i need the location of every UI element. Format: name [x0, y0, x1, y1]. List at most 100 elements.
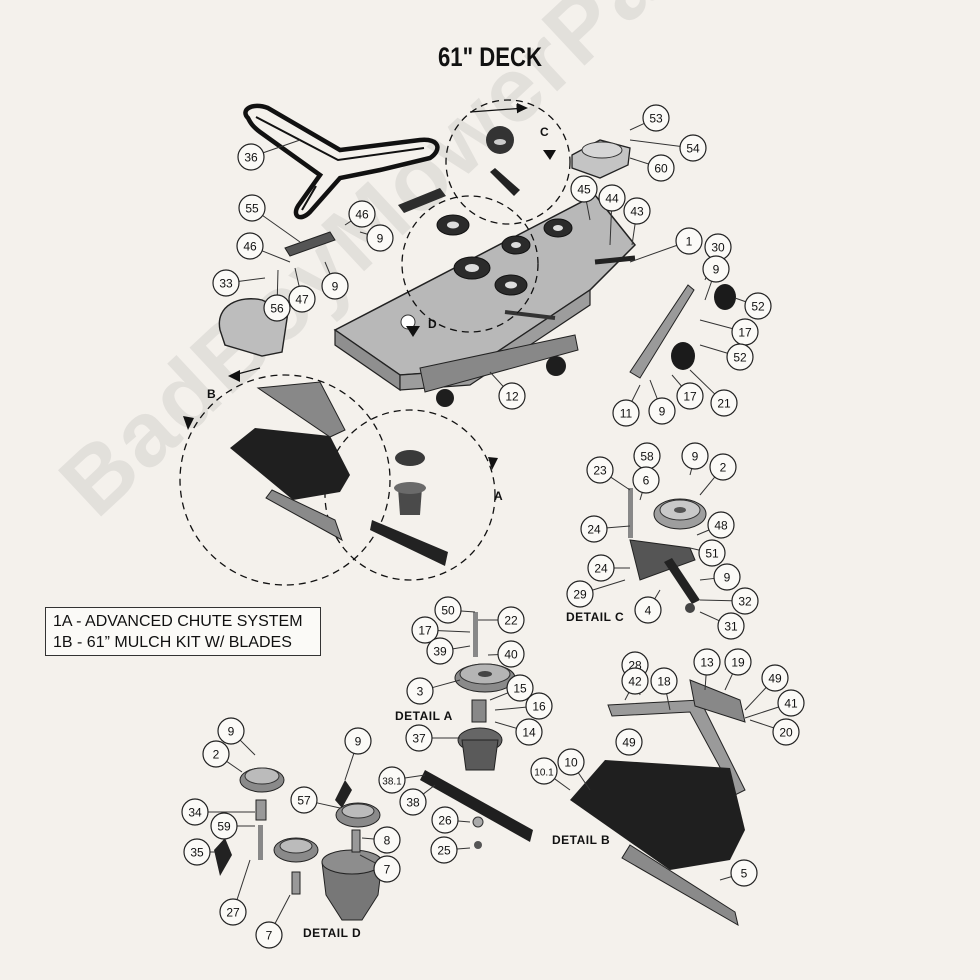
callout-7: 7 [359, 854, 401, 883]
callout-33: 33 [212, 269, 266, 297]
callout-2: 2 [699, 453, 737, 496]
callout-bubble [698, 539, 726, 567]
callout-number: 21 [717, 397, 731, 411]
callout-number: 46 [243, 240, 257, 254]
callout-34: 34 [181, 798, 255, 826]
callout-leader [324, 261, 331, 275]
callout-bubble [212, 269, 240, 297]
callout-bubble [713, 563, 741, 591]
callout-leader [609, 210, 612, 246]
callout-24: 24 [580, 515, 631, 543]
callout-number: 9 [713, 263, 720, 277]
callout-leader [494, 721, 517, 729]
callout-number: 9 [355, 735, 362, 749]
callout-leader [649, 379, 658, 400]
callout-bubble [679, 134, 707, 162]
callout-number: 52 [733, 351, 747, 365]
callout-15: 15 [489, 674, 534, 702]
callout-44: 44 [598, 184, 626, 246]
callout-bubble [498, 382, 526, 410]
callout-bubble [399, 788, 427, 816]
callout-number: 34 [188, 806, 202, 820]
callout-number: 14 [522, 726, 536, 740]
callout-49: 49 [615, 728, 643, 756]
callout-18: 18 [650, 667, 678, 711]
callout-number: 17 [418, 624, 432, 638]
callout-leader [361, 837, 375, 840]
callout-1: 1 [629, 227, 703, 263]
callout-number: 2 [720, 461, 727, 475]
callout-bubble [632, 466, 660, 494]
callout-24: 24 [587, 554, 630, 582]
callout-bubble [693, 648, 721, 676]
callout-number: 3 [417, 685, 424, 699]
callout-number: 40 [504, 648, 518, 662]
callout-bubble [321, 272, 349, 300]
callout-number: 24 [587, 523, 601, 537]
callout-number: 1 [686, 235, 693, 249]
callout-46: 46 [236, 232, 291, 263]
view-letter-d: D [428, 317, 437, 331]
callout-bubble [681, 442, 709, 470]
callout-leader [699, 599, 733, 602]
callout-10: 10 [557, 748, 591, 791]
callout-55: 55 [238, 194, 301, 243]
view-circle-b [179, 374, 391, 586]
callout-number: 7 [266, 929, 273, 943]
callout-bubble [378, 766, 406, 794]
callout-leader [724, 673, 733, 691]
callout-leader [359, 854, 376, 864]
callout-leader [610, 476, 631, 491]
callout-number: 9 [724, 571, 731, 585]
callout-29: 29 [566, 579, 626, 608]
callout-number: 38 [406, 796, 420, 810]
callout-27: 27 [219, 859, 251, 926]
callout-9: 9 [702, 255, 730, 301]
callout-bubble [366, 224, 394, 252]
callout-number: 49 [768, 672, 782, 686]
callout-leader [689, 468, 693, 476]
view-letter-c: C [540, 125, 549, 139]
callout-6: 6 [632, 466, 660, 501]
callout-number: 25 [437, 844, 451, 858]
callout-leader [629, 157, 649, 165]
callout-leader [294, 267, 300, 287]
callout-number: 54 [686, 142, 700, 156]
callout-number: 17 [738, 326, 752, 340]
callout-leader [699, 476, 716, 496]
callout-number: 26 [438, 814, 452, 828]
callout-bubble [431, 806, 459, 834]
diagram-title: 61" DECK [437, 42, 543, 72]
callout-19: 19 [724, 648, 752, 691]
callout-bubble [288, 285, 316, 313]
callout-number: 31 [724, 620, 738, 634]
callout-number: 59 [217, 820, 231, 834]
callout-22: 22 [478, 606, 525, 634]
callout-bubble [709, 453, 737, 481]
callout-leader [704, 674, 707, 691]
callout-number: 12 [505, 390, 519, 404]
callout-number: 30 [711, 241, 725, 255]
callout-36: 36 [237, 139, 301, 171]
callout-leader [226, 760, 243, 773]
callout-10.1: 10.1 [530, 757, 571, 791]
callout-bubble [710, 389, 738, 417]
callout-bubble [702, 255, 730, 283]
callout-9: 9 [681, 442, 709, 476]
callout-leader [404, 774, 426, 779]
callout-bubble [373, 826, 401, 854]
callout-bubble [263, 294, 291, 322]
callout-bubble [430, 836, 458, 864]
callout-bubble [497, 606, 525, 634]
callout-56: 56 [263, 269, 291, 322]
callout-bubble [344, 727, 372, 755]
callout-bubble [726, 343, 754, 371]
callout-14: 14 [494, 718, 543, 746]
callout-number: 56 [270, 302, 284, 316]
callout-bubble [373, 855, 401, 883]
callout-bubble [634, 596, 662, 624]
callout-13: 13 [693, 648, 721, 691]
callout-60: 60 [629, 154, 675, 182]
callout-number: 39 [433, 645, 447, 659]
callout-bubble [217, 717, 245, 745]
